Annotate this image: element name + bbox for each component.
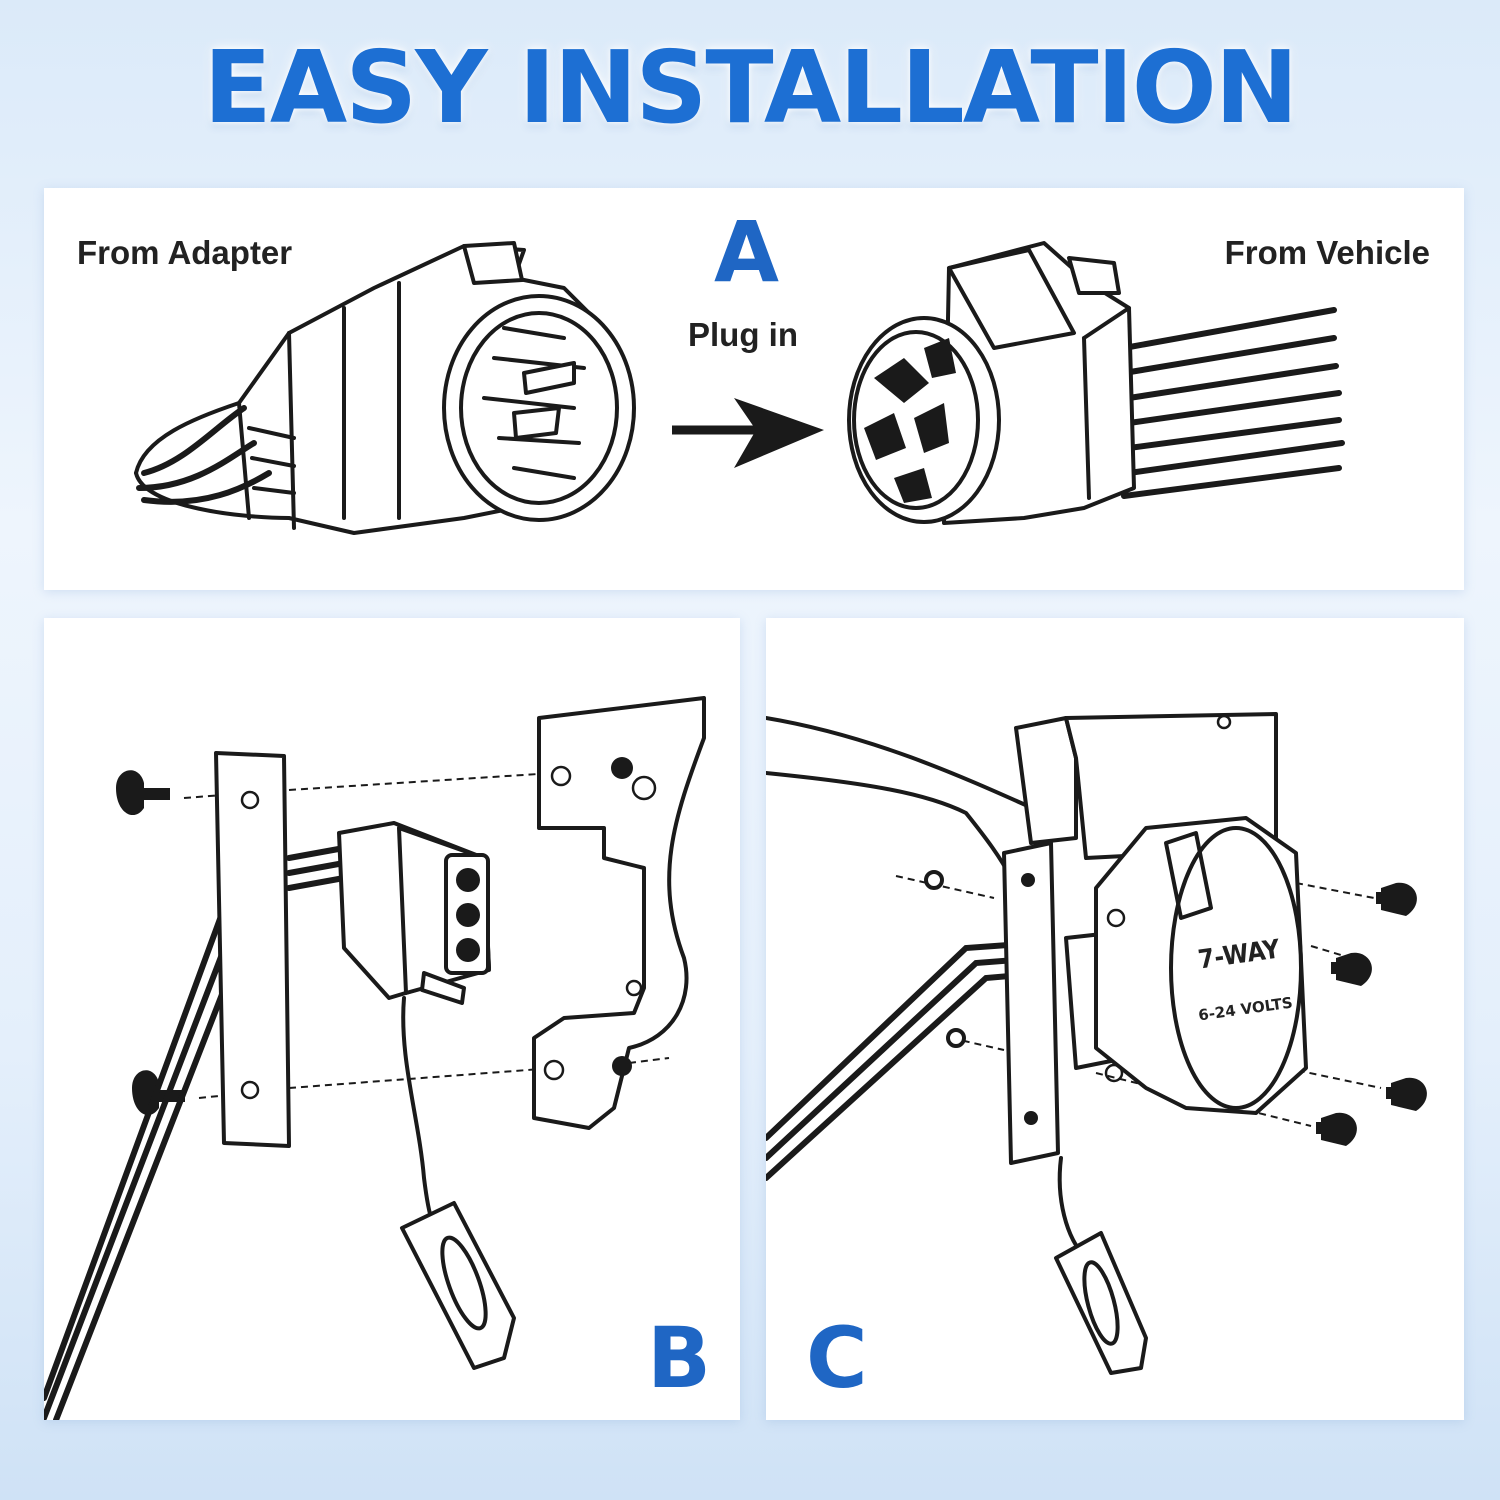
screw-icon <box>116 770 170 816</box>
arrow-right-icon <box>672 398 824 468</box>
from-vehicle-label: From Vehicle <box>1224 234 1430 271</box>
panel-c-socket-mount: 7-WAY 6-24 VOLTS C <box>766 618 1464 1420</box>
page-title: EASY INSTALLATION <box>203 29 1299 146</box>
screw-icon <box>1376 882 1417 916</box>
bracket-mount-illustration <box>44 696 706 1420</box>
step-c-marker: C <box>806 1309 868 1407</box>
screw-icon <box>1316 1112 1357 1146</box>
step-a-marker: A <box>714 203 780 301</box>
connector-plug-illustration <box>134 241 1345 535</box>
socket-mount-illustration <box>766 712 1427 1375</box>
panel-b-bracket-mount: B <box>44 618 740 1420</box>
plug-in-label: Plug in <box>688 316 798 353</box>
step-b-marker: B <box>647 1309 712 1407</box>
from-adapter-label: From Adapter <box>77 234 293 271</box>
screw-icon <box>1331 952 1372 986</box>
screw-icon <box>1386 1077 1427 1111</box>
adapter-connector <box>134 241 636 535</box>
vehicle-connector <box>847 241 1345 525</box>
panel-a-plug-in: From Adapter From Vehicle A Plug in <box>44 188 1464 590</box>
